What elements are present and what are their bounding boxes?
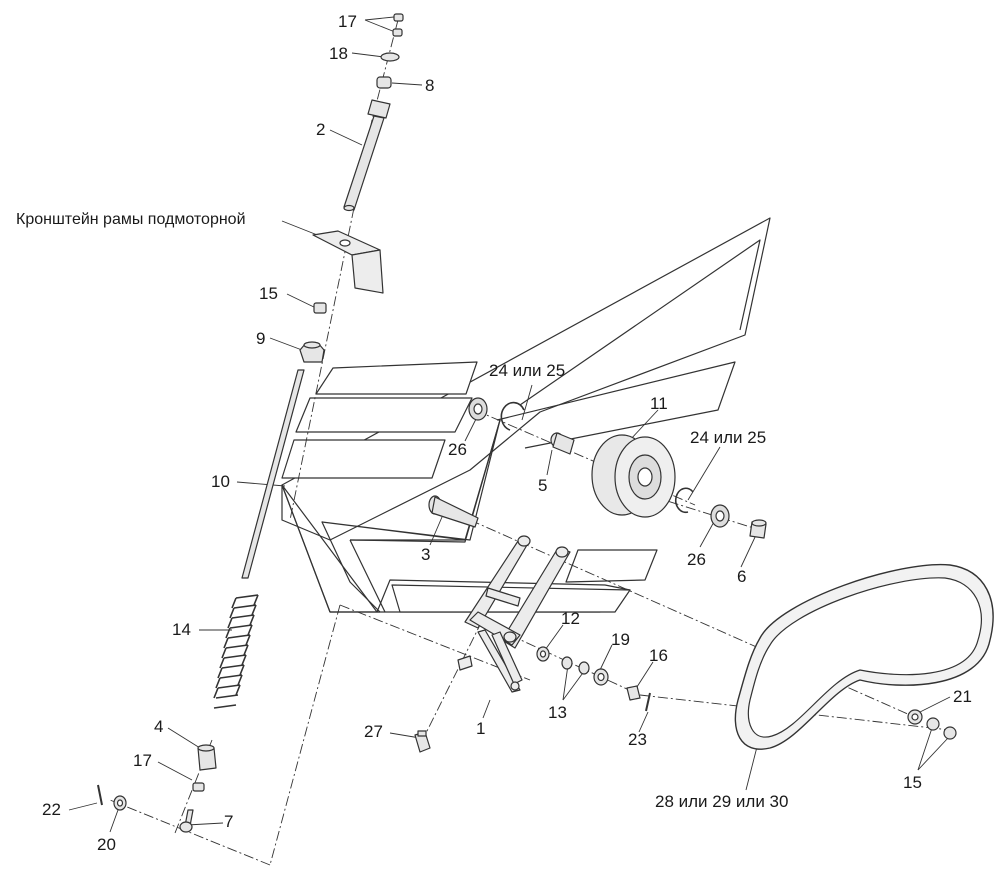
callout-15-bottom: 15 [903, 773, 922, 792]
callout-1: 1 [476, 719, 486, 738]
axle-part-5 [550, 432, 575, 455]
callout-27: 27 [364, 722, 383, 741]
tensioner-arm-part-1 [457, 535, 571, 693]
callout-24-or-25-right: 24 или 25 [690, 428, 767, 447]
callout-21: 21 [953, 687, 972, 706]
callout-24-or-25-left: 24 или 25 [489, 361, 566, 380]
callout-7: 7 [224, 812, 234, 831]
shaft-part-3 [428, 495, 479, 528]
bearing-right [710, 504, 730, 528]
callout-6: 6 [737, 567, 747, 586]
bottom-fasteners [97, 744, 217, 833]
callout-5: 5 [538, 476, 548, 495]
callout-20: 20 [97, 835, 116, 854]
callout-3: 3 [421, 545, 431, 564]
bolt-part-2 [343, 99, 391, 212]
spring-part-14 [213, 594, 259, 709]
callout-motor-subframe-bracket: Кронштейн рамы подмоторной [16, 211, 246, 228]
callout-4: 4 [154, 717, 164, 736]
callout-26-left: 26 [448, 440, 467, 459]
callout-18: 18 [329, 44, 348, 63]
leader-lines [68, 16, 951, 833]
drive-belt [734, 563, 994, 750]
washers-12-13-19 [536, 646, 651, 712]
washers-21-15 [907, 709, 957, 740]
top-fasteners [376, 13, 404, 89]
rod-part-10 [241, 369, 305, 579]
callout-15-top: 15 [259, 284, 278, 303]
motor-subframe-bracket [312, 230, 384, 294]
pulley-part-11 [591, 434, 676, 518]
bushing-part-6 [749, 519, 767, 539]
callout-10: 10 [211, 472, 230, 491]
callout-22: 22 [42, 800, 61, 819]
bearing-left [468, 397, 525, 431]
bushing-part-9 [299, 341, 325, 363]
callout-28-or-29-or-30: 28 или 29 или 30 [655, 792, 789, 811]
callout-8: 8 [425, 76, 435, 95]
callout-16: 16 [649, 646, 668, 665]
belt-guard-cover [281, 217, 771, 613]
callout-17-bottom: 17 [133, 751, 152, 770]
axis-lines [109, 19, 951, 866]
callout-13: 13 [548, 703, 567, 722]
callout-12: 12 [561, 609, 580, 628]
callout-2: 2 [316, 120, 326, 139]
callout-26-right: 26 [687, 550, 706, 569]
callout-23: 23 [628, 730, 647, 749]
callout-9: 9 [256, 329, 266, 348]
callout-19: 19 [611, 630, 630, 649]
callout-14: 14 [172, 620, 191, 639]
callout-17-top: 17 [338, 12, 357, 31]
grease-fitting-part-27 [414, 730, 431, 753]
callout-11: 11 [650, 394, 668, 413]
